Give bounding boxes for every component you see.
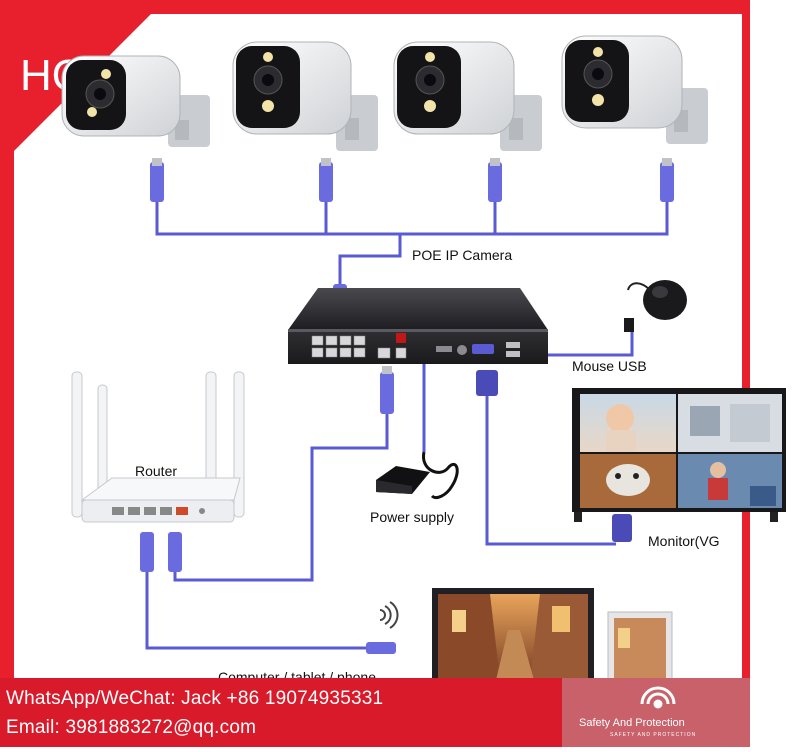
frame-right: [742, 0, 750, 680]
router-device: [71, 371, 245, 523]
vga-connector-monitor: [612, 514, 632, 542]
footer-right-margin: [750, 678, 800, 747]
label-poe-ip-camera: POE IP Camera: [412, 247, 512, 263]
footer-brand-name: Safety And Protection: [579, 717, 685, 729]
tablet-device: [607, 611, 673, 681]
rj45-connector-computer: [366, 642, 396, 654]
frame-top: [0, 0, 800, 14]
footer-whatsapp: WhatsApp/WeChat: Jack +86 19074935331: [6, 688, 384, 709]
nvr-recorder: [288, 288, 548, 364]
cable-network: [145, 200, 669, 650]
label-router: Router: [135, 463, 177, 479]
frame-right-margin: [748, 0, 800, 680]
brand-logo-icon: [640, 686, 676, 709]
footer-brand-sub: SAFETY AND PROTECTION: [610, 732, 696, 738]
usb-mouse: [624, 280, 687, 332]
camera-1: [61, 55, 210, 147]
camera-4: [561, 35, 708, 144]
vga-connector-nvr: [476, 370, 498, 396]
label-monitor: Monitor(VG: [648, 533, 720, 549]
computer-laptop: [432, 588, 594, 680]
power-supply: [376, 451, 459, 500]
footer-email: Email: 3981883272@qq.com: [6, 717, 257, 738]
label-power-supply: Power supply: [370, 509, 454, 525]
label-mouse-usb: Mouse USB: [572, 358, 647, 374]
camera-2: [232, 41, 378, 151]
camera-3: [393, 41, 542, 151]
monitor-display: [572, 388, 786, 522]
frame-left: [0, 0, 14, 747]
wifi-icon: [379, 601, 399, 629]
